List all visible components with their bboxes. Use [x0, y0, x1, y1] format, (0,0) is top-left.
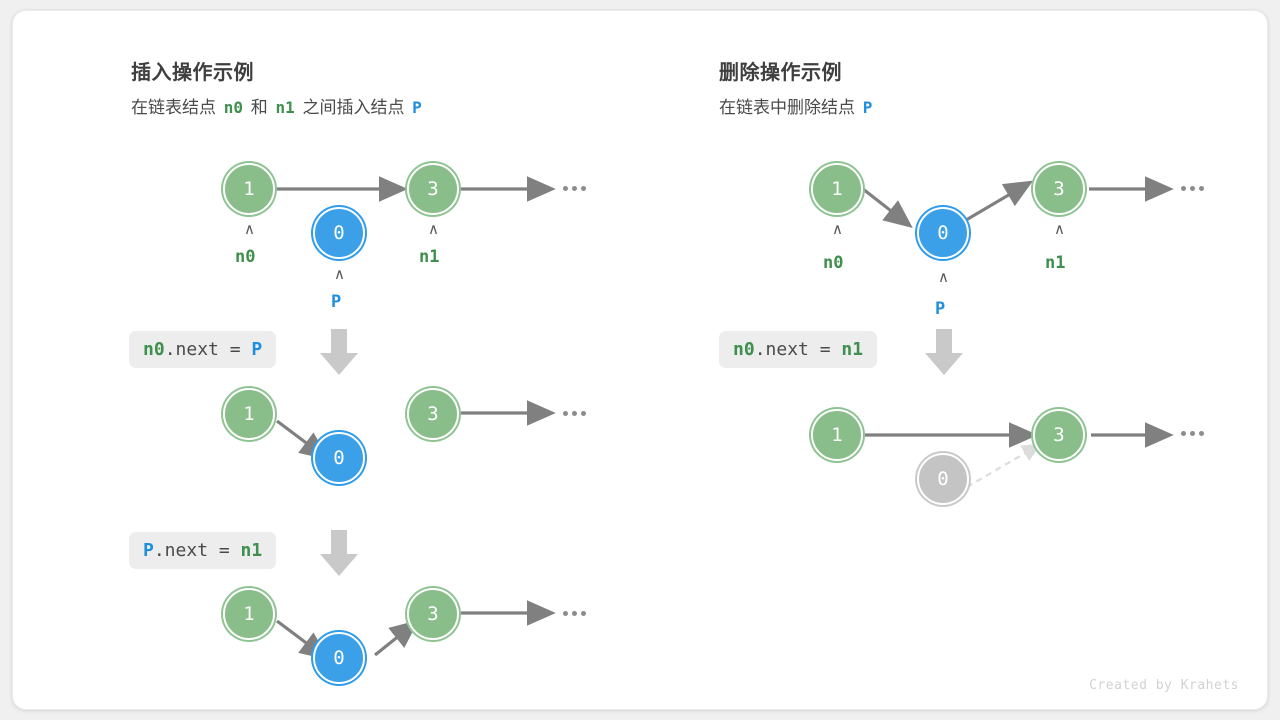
down-arrow-icon — [320, 530, 358, 576]
node-value: 0 — [313, 207, 365, 259]
panel-insert: 插入操作示例 在链表结点 n0 和 n1 之间插入结点 P 1 0 3 ∧ n0… — [13, 11, 641, 709]
delete-step1-edges — [865, 422, 1174, 488]
ellipsis-dots — [563, 411, 586, 416]
node-value: 1 — [223, 163, 275, 215]
insert-panel-subtitle: 在链表结点 n0 和 n1 之间插入结点 P — [131, 93, 425, 118]
caret-icon: ∧ — [1054, 220, 1065, 238]
pointer-label-p: P — [935, 299, 946, 319]
subtitle-text-3: 之间插入结点 — [297, 98, 410, 117]
ellipsis-dots — [1181, 186, 1204, 191]
code-chip-p-next-n1: P.next = n1 — [129, 532, 277, 569]
code-token-n1: n1 — [841, 339, 864, 360]
subtitle-text-1: 在链表中删除结点 — [719, 98, 860, 117]
subtitle-token-p: P — [862, 98, 873, 117]
pointer-label-p: P — [331, 292, 342, 312]
subtitle-token-p: P — [412, 98, 422, 117]
delete-step0-edges — [862, 176, 1174, 228]
node-value: 0 — [313, 432, 365, 484]
code-token-assign: .next = — [164, 339, 252, 360]
code-chip-n0-next-n1: n0.next = n1 — [719, 331, 878, 368]
node-value: 1 — [811, 163, 863, 215]
subtitle-text-1: 在链表结点 — [131, 98, 221, 117]
pointer-label-n1: n1 — [1045, 253, 1066, 273]
down-arrow-icon — [320, 329, 358, 375]
ellipsis-dots — [563, 186, 586, 191]
caret-icon: ∧ — [832, 220, 843, 238]
subtitle-token-n1: n1 — [275, 98, 295, 117]
code-token-n0: n0 — [143, 339, 165, 360]
code-token-assign: .next = — [754, 339, 842, 360]
pointer-label-n0: n0 — [235, 247, 256, 267]
node-value: 3 — [407, 588, 459, 640]
node-value: 0 — [313, 632, 365, 684]
delete-panel-title: 删除操作示例 — [719, 62, 842, 84]
node-value: 3 — [407, 388, 459, 440]
caret-icon: ∧ — [244, 220, 255, 238]
ellipsis-dots — [1181, 431, 1204, 436]
caret-icon: ∧ — [334, 265, 345, 283]
insert-step0-edges — [277, 176, 556, 202]
code-chip-n0-next-p: n0.next = P — [129, 331, 277, 368]
caret-icon: ∧ — [938, 268, 949, 286]
code-token-assign: .next = — [153, 540, 241, 561]
down-arrow-icon — [925, 329, 963, 375]
ellipsis-dots — [563, 611, 586, 616]
node-value: 1 — [811, 409, 863, 461]
node-value-deleted: 0 — [917, 453, 969, 505]
node-value: 3 — [1033, 409, 1085, 461]
subtitle-text-2: 和 — [246, 98, 273, 117]
subtitle-token-n0: n0 — [223, 98, 243, 117]
code-token-p: P — [251, 339, 263, 360]
credit-footer: Created by Krahets — [1089, 678, 1239, 693]
node-value: 0 — [917, 207, 969, 259]
node-value: 3 — [407, 163, 459, 215]
node-value: 3 — [1033, 163, 1085, 215]
node-value: 1 — [223, 388, 275, 440]
panel-delete: 删除操作示例 在链表中删除结点 P 1 0 3 ∧ n0 ∧ P ∧ n1 n0… — [641, 11, 1267, 709]
caret-icon: ∧ — [428, 220, 439, 238]
code-token-n1: n1 — [240, 540, 263, 561]
diagram-card: 插入操作示例 在链表结点 n0 和 n1 之间插入结点 P 1 0 3 ∧ n0… — [12, 10, 1268, 710]
delete-panel-subtitle: 在链表中删除结点 P — [719, 93, 875, 118]
insert-panel-title: 插入操作示例 — [131, 62, 254, 84]
node-value: 1 — [223, 588, 275, 640]
code-token-n0: n0 — [733, 339, 755, 360]
code-token-p: P — [143, 540, 154, 561]
pointer-label-n1: n1 — [419, 247, 440, 267]
pointer-label-n0: n0 — [823, 253, 844, 273]
